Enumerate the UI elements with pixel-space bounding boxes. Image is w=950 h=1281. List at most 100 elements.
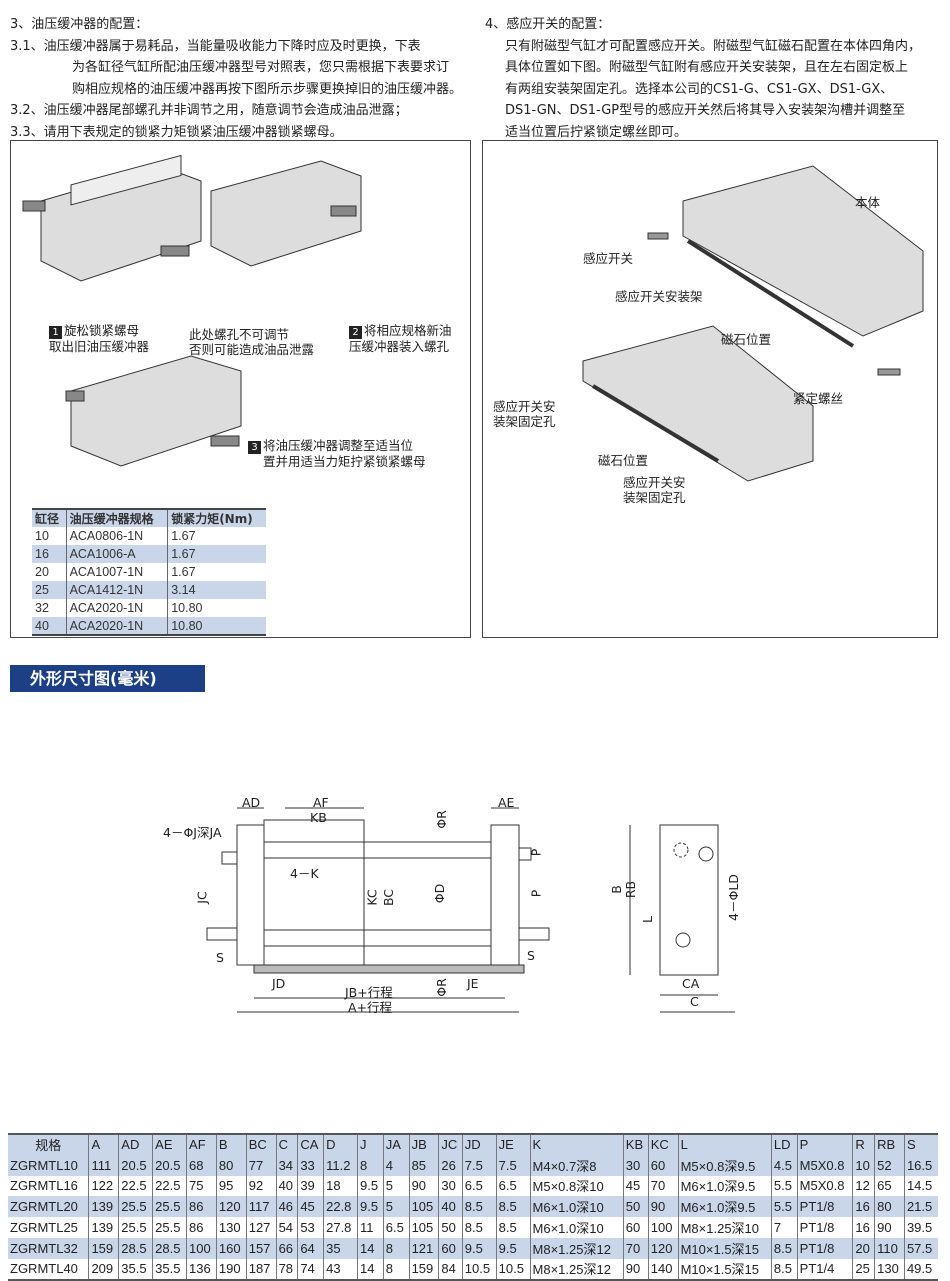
table-cell: 10.5 [495,1258,531,1280]
table-cell: ACA0806-1N [65,527,168,545]
table-cell: 70 [647,1175,679,1197]
header-cell: K [529,1134,624,1155]
header-cell: S [903,1134,938,1155]
table-cell: ACA1412-1N [65,581,168,599]
table-cell: 25.5 [118,1217,153,1238]
table-cell: 20.5 [152,1154,187,1176]
table-cell: 105 [408,1196,439,1218]
header-cell: JC [438,1134,463,1155]
table-cell: 60 [438,1237,463,1259]
table-cell: 34 [275,1154,298,1176]
table-cell: 157 [245,1237,277,1259]
body-label: 本体 [855,195,881,210]
table-cell: 6.5 [495,1175,531,1197]
section-title: 外形尺寸图(毫米) [10,665,205,692]
dim-RB: RB [623,880,639,899]
table-cell: 25.5 [118,1196,153,1218]
table-cell: 90 [622,1258,649,1280]
table-cell: 8 [382,1237,410,1259]
table-cell: 6.5 [382,1217,410,1238]
table-cell: 80 [874,1196,905,1218]
table-cell: 100 [186,1237,217,1259]
table-cell: 92 [245,1175,277,1197]
step2-line: 将相应规格新油 [364,323,452,338]
hole-line: 感应开关安 [493,399,556,414]
dim-BC: BC [381,888,397,907]
table-cell: 16.5 [903,1154,938,1176]
step-number: 3 [248,441,261,454]
header-cell: 锁紧力矩(Nm) [167,509,266,527]
oil-buffer-text: 3、油压缓冲器的配置： 3.1、油压缓冲器属于易耗品，当能量吸收能力下降时应及时… [10,14,462,143]
note-line: 否则可能造成油品泄露 [189,342,315,357]
table-cell: 74 [297,1258,324,1280]
hole-label-2: 感应开关安装架固定孔 [623,475,686,505]
table-cell: 10 [852,1154,875,1176]
table-cell: 11.2 [323,1154,358,1176]
table-cell: 80 [215,1154,247,1176]
table-cell: 10.80 [167,599,266,617]
table-cell: 64 [297,1237,324,1259]
text-line: 3.2、油压缓冲器尾部螺孔并非调节之用，随意调节会造成油品泄露； [10,103,408,118]
table-cell: 159 [88,1237,119,1259]
dim-JA: 4－ΦJ深JA [163,825,222,840]
table-cell: PT1/8 [796,1217,853,1238]
table-cell: 12 [852,1175,875,1197]
header-cell: R [852,1134,875,1155]
table-cell: 9.5 [356,1175,384,1197]
table-cell: 30 [622,1154,649,1176]
bracket-label: 感应开关安装架 [615,289,703,304]
text-line: 4、感应开关的配置： [485,17,611,32]
hole-label: 感应开关安装架固定孔 [493,399,556,429]
header-cell: AE [152,1134,187,1155]
table-cell: 18 [323,1175,358,1197]
table-cell: 160 [215,1237,247,1259]
step3-line: 将油压缓冲器调整至适当位 [263,438,414,453]
cylinder-illustrations [22,154,362,467]
table-cell: 8.5 [461,1196,497,1218]
table-cell: 35.5 [118,1258,153,1280]
header-cell: JA [382,1134,410,1155]
table-cell: 5.5 [770,1196,798,1218]
dim-B: B [608,885,624,894]
table-cell: 7.5 [461,1154,497,1176]
table-cell: 21.5 [903,1196,938,1218]
table-cell: 90 [647,1196,679,1218]
table-cell: 117 [245,1196,277,1218]
text-line: 有两组安装架固定孔。选择本公司的CS1-G、CS1-GX、DS1-GX、 [505,81,894,97]
table-cell: ZGRMTL16 [10,1178,78,1194]
table-cell: 111 [88,1154,119,1176]
table-cell: ACA1006-A [65,545,168,563]
sensor-switch-panel: 本体 感应开关 感应开关安装架 磁石位置 紧定螺丝 感应开关安装架固定孔 磁石位… [482,140,938,638]
table-cell: M5×0.8深9.5 [677,1154,772,1176]
table-cell: 121 [408,1237,439,1259]
header-cell: BC [245,1134,277,1155]
table-cell: M6×1.0深10 [529,1217,624,1238]
table-cell: 22.8 [323,1196,358,1218]
table-cell: 65 [874,1175,905,1197]
header-cell: CA [297,1134,324,1155]
table-cell: ACA2020-1N [65,599,168,617]
dimension-drawing [206,807,735,1013]
table-cell: 130 [874,1258,905,1280]
table-cell: M10×1.5深15 [677,1237,772,1259]
table-cell: 20 [35,565,49,579]
table-cell: 54 [275,1217,298,1238]
switch-label: 感应开关 [583,251,634,266]
step-number: 1 [49,326,62,339]
table-cell: 52 [874,1154,905,1176]
table-cell: 33 [297,1154,324,1176]
table-cell: 1.67 [167,563,266,581]
text-line: 3.3、请用下表规定的锁紧力矩锁紧油压缓冲器锁紧螺母。 [10,124,343,140]
table-cell: ZGRMTL32 [8,1237,89,1259]
table-cell: 90 [874,1217,905,1238]
dim-JB: JB+行程 [345,985,393,1000]
